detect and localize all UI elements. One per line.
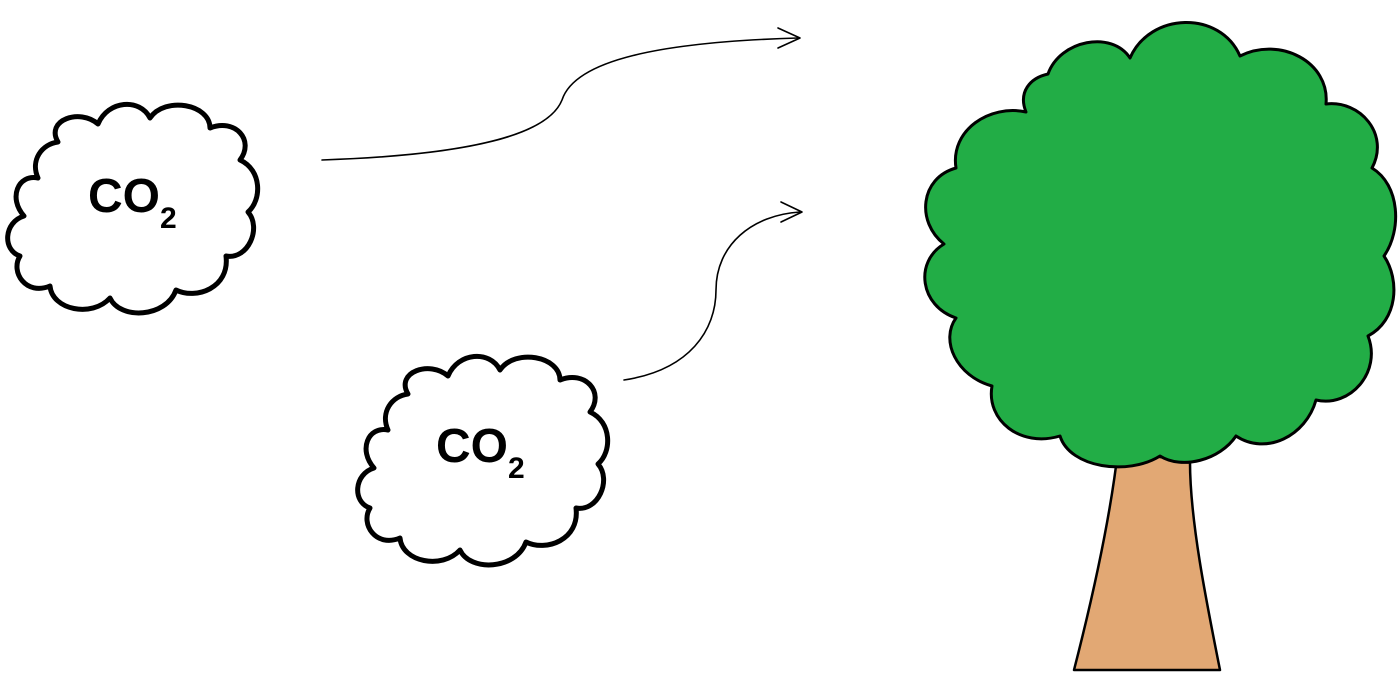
arrow-2: [624, 202, 802, 380]
co2-cloud-1: CO2: [8, 104, 258, 313]
tree-icon: [925, 22, 1396, 670]
tree-canopy: [925, 22, 1396, 466]
co2-cloud-2: CO2: [358, 356, 608, 565]
tree-trunk: [1074, 450, 1220, 670]
arrow-right-icon: [322, 38, 798, 160]
arrow-right-icon: [624, 212, 800, 380]
arrow-1: [322, 28, 800, 160]
